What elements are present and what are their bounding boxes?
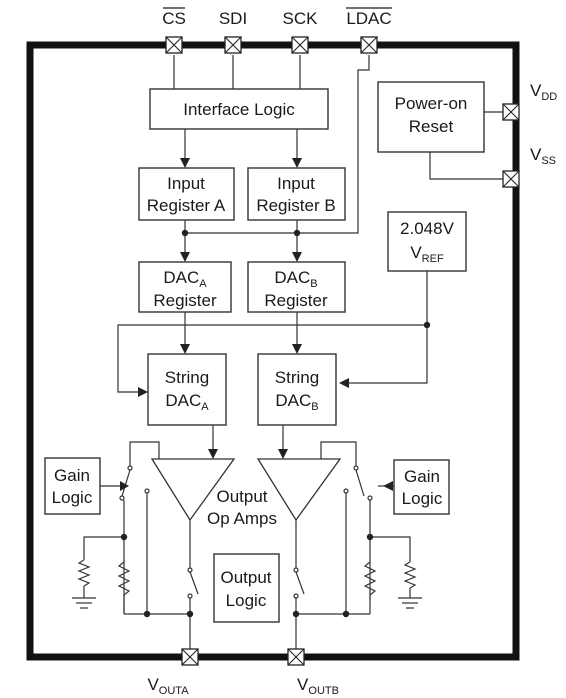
resistor-right-outer [403, 561, 417, 589]
dac-b-register-block: DACB Register [247, 261, 346, 313]
pin-label-voutb: VOUTB [297, 675, 339, 697]
pin-pad-vss [502, 170, 520, 188]
gain-left-label-line1: Gain [54, 466, 90, 485]
resistor-left-inner [117, 561, 131, 600]
vref-block: 2.048V VREF [387, 211, 467, 272]
string-dac-a-block: String DACA [147, 353, 227, 426]
power-on-reset-block: Power-on Reset [377, 81, 485, 153]
pin-label-vss: VSS [530, 145, 556, 167]
pin-pad-ldac [360, 36, 378, 54]
pin-pad-sck [291, 36, 309, 54]
pin-pad-vouta [181, 648, 199, 666]
output-logic-block: Output Logic [213, 553, 280, 623]
dac-a-register-block: DACA Register [138, 261, 232, 313]
output-op-amps-label: Output Op Amps [207, 487, 277, 528]
pin-label-vouta: VOUTA [147, 675, 189, 697]
pin-label-cs: CS [162, 9, 186, 28]
input-a-label-line1: Input [167, 174, 205, 193]
gain-left-label-line2: Logic [52, 488, 93, 507]
string-dac-a-label-line1: String [165, 368, 209, 387]
gain-logic-right-block: Gain Logic [393, 459, 450, 515]
switch-gain-right [343, 465, 373, 501]
vref-label: VREF [410, 243, 444, 265]
switch-output-a [187, 567, 199, 599]
input-register-a-block: Input Register A [138, 167, 235, 221]
switches [119, 465, 373, 599]
interface-logic-label: Interface Logic [183, 100, 295, 119]
pin-pad-cs [165, 36, 183, 54]
arrowheads [120, 158, 393, 491]
resistors [77, 559, 417, 600]
op-amp-a [150, 458, 236, 522]
junction-dots [120, 229, 431, 618]
ground-left [72, 597, 96, 609]
input-b-label-line1: Input [277, 174, 315, 193]
switch-output-b [293, 567, 305, 599]
opamps-label-line2: Op Amps [207, 509, 277, 528]
pin-labels: CS SDI SCK LDAC VDD VSS VOUTA VOUTB [147, 7, 557, 697]
wires [83, 55, 503, 650]
pin-label-sdi: SDI [219, 9, 247, 28]
opamps-label-line1: Output [216, 487, 267, 506]
pin-pad-voutb [287, 648, 305, 666]
reset-label: Reset [409, 117, 454, 136]
input-register-b-block: Input Register B [247, 167, 346, 221]
string-dac-b-label-line2: DACB [275, 391, 318, 413]
input-a-label-line2: Register A [147, 196, 226, 215]
resistor-left-outer [77, 559, 91, 587]
gain-right-label-line2: Logic [402, 489, 443, 508]
chip-outline [26, 41, 520, 661]
string-dac-b-label-line1: String [275, 368, 319, 387]
interface-logic-block: Interface Logic [149, 88, 329, 130]
pin-label-ldac: LDAC [346, 9, 391, 28]
dac-a-register-label-line2: Register [153, 291, 217, 310]
resistor-right-inner [363, 561, 377, 600]
ground-symbols [72, 597, 422, 609]
dac-b-register-label-line1: DACB [274, 268, 317, 290]
gain-right-label-line1: Gain [404, 467, 440, 486]
pin-pad-sdi [224, 36, 242, 54]
ground-right [398, 597, 422, 609]
switch-gain-left [119, 465, 150, 501]
output-logic-label-line2: Logic [226, 591, 267, 610]
pin-label-vdd: VDD [530, 81, 557, 103]
op-amps [150, 458, 342, 522]
string-dac-a-label-line2: DACA [165, 391, 209, 413]
pin-label-sck: SCK [283, 9, 319, 28]
output-logic-label-line1: Output [220, 568, 271, 587]
input-b-label-line2: Register B [256, 196, 335, 215]
dac-a-register-label-line1: DACA [163, 268, 207, 290]
op-amp-b [256, 458, 342, 522]
power-on-label: Power-on [395, 94, 468, 113]
string-dac-b-block: String DACB [257, 353, 337, 426]
dac-b-register-label-line2: Register [264, 291, 328, 310]
gain-logic-left-block: Gain Logic [44, 457, 101, 515]
vref-voltage-label: 2.048V [400, 219, 455, 238]
pin-pad-vdd [502, 103, 520, 121]
